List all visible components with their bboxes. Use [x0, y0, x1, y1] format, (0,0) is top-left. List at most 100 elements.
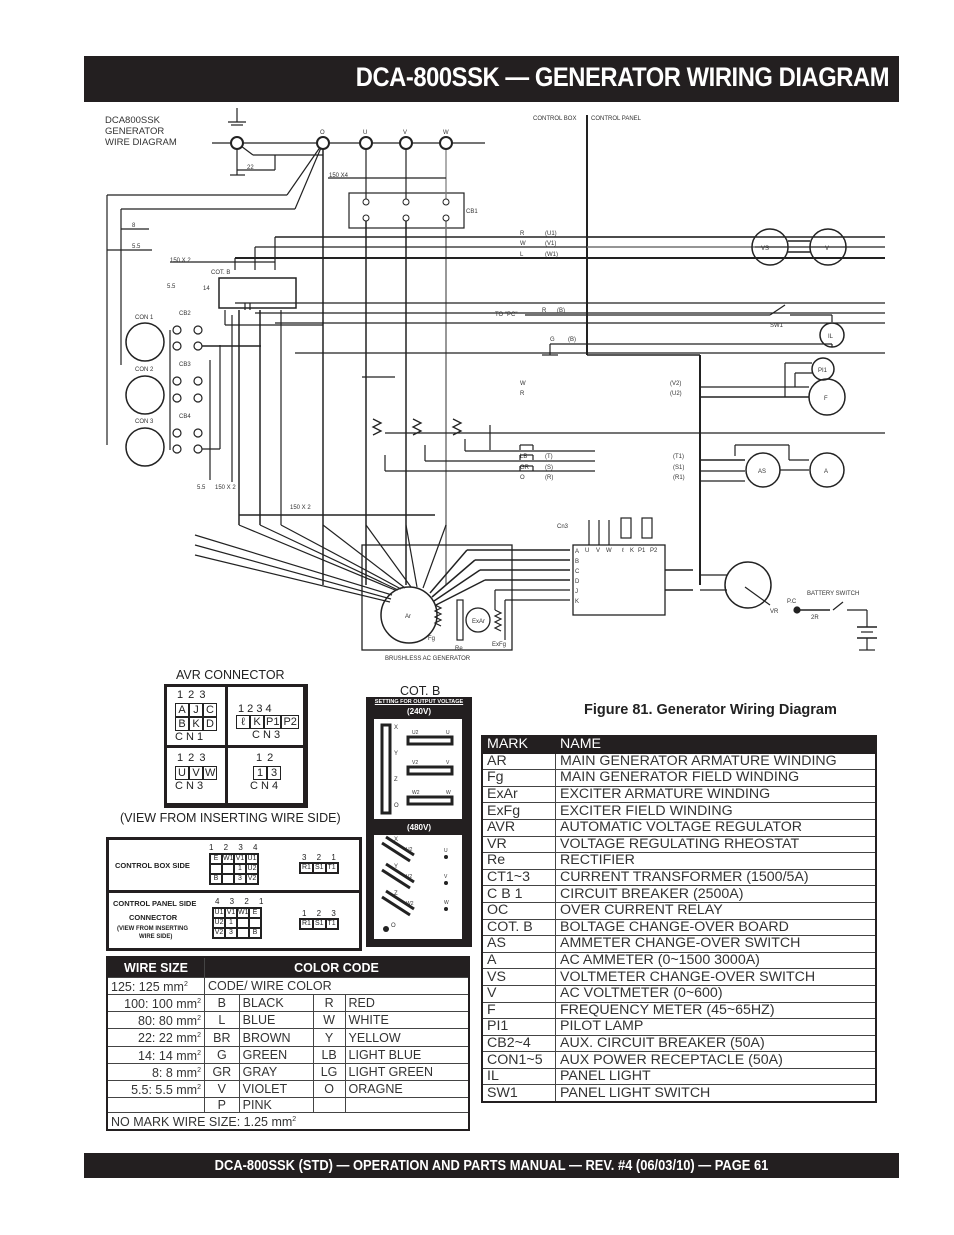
cot-b-480-link-label: V2 — [406, 874, 412, 880]
con1-label: CON 1 — [135, 315, 154, 321]
wire-s-label: (S) — [545, 465, 553, 471]
wire-lb-label: LB — [520, 454, 527, 460]
pi1-label: PI1 — [818, 368, 828, 374]
cot-b-480-link-label: W2 — [406, 901, 414, 907]
wire-5-5-b-label: 5.5 — [167, 284, 176, 290]
wire-8-label: 8 — [132, 223, 136, 229]
wire-l-label: L — [520, 252, 524, 258]
mark-cell: SW1 — [481, 1084, 556, 1103]
avr-pin-u: U — [585, 548, 589, 554]
avr-pin-v: V — [596, 548, 600, 554]
pin: V1 — [234, 854, 246, 864]
cot-b-480-right-label: W — [444, 900, 449, 906]
cn1-pin: K — [189, 717, 203, 731]
wire-size-cell — [106, 1097, 205, 1114]
cot-b-480v-panel: X Y Z O U2 V2 W2 U V W — [374, 835, 462, 939]
wire-w-freq-color: W — [520, 381, 526, 387]
cot-b-240v-drawing: X Y Z O U2 U V2 V W2 W — [380, 723, 454, 815]
page-header: DCA-800SSK — GENERATOR WIRING DIAGRAM — [84, 56, 899, 102]
cn3-pin: ℓ — [236, 715, 250, 729]
as-label: AS — [758, 469, 766, 475]
cn1-pin-numbers: 1 2 3 — [177, 689, 207, 701]
no-mark-wire-size: NO MARK WIRE SIZE: 1.25 mm2 — [106, 1112, 470, 1131]
color-name: LIGHT BLUE — [344, 1045, 470, 1064]
squared: 2 — [197, 1066, 201, 1074]
control-box-side-label: CONTROL BOX SIDE — [115, 861, 190, 870]
cn3-uvw-pin: W — [203, 766, 218, 780]
mark-cell: CB2~4 — [481, 1034, 556, 1053]
mark-cell: VS — [481, 968, 556, 986]
pin: R1 — [301, 920, 312, 928]
wire-150x2-c-label: 150 X 2 — [290, 505, 311, 511]
terminal-o-label: O — [320, 130, 325, 136]
control-panel-view-note: (VIEW FROM INSERTING — [117, 926, 188, 932]
mark-cell: PI1 — [481, 1018, 556, 1036]
control-panel-side: CONTROL PANEL SIDE CONNECTOR (VIEW FROM … — [109, 893, 359, 948]
cot-b-term-z: Z — [394, 777, 398, 783]
mark-cell: IL — [481, 1067, 556, 1086]
avr-pin-p1: P1 — [638, 548, 646, 554]
mark-cell: AS — [481, 935, 556, 953]
avr-input-j: J — [575, 589, 578, 595]
cot-b-480-right-label: U — [444, 848, 448, 854]
wire-size-value: 5.5: 5.5 mm — [131, 1083, 198, 1098]
control-panel-rst-numbers: 1 2 3 — [302, 909, 340, 918]
wire-u2-code: (U2) — [670, 391, 682, 397]
wire-v2-code: (V2) — [670, 381, 681, 387]
cn3-label: Cn3 — [557, 524, 569, 530]
name-cell: AMMETER CHANGE-OVER SWITCH — [555, 935, 877, 953]
name-cell: EXCITER ARMATURE WINDING — [555, 785, 877, 804]
wire-w1-label: (W1) — [545, 252, 558, 258]
avr-pin-k: K — [630, 548, 634, 554]
cot-b-480-term-x: X — [394, 837, 398, 843]
wire-size-value: 100: 100 mm — [124, 997, 198, 1012]
cot-b-link-label: U2 — [412, 730, 419, 736]
squared: 2 — [183, 981, 188, 988]
pin: V2 — [246, 874, 258, 884]
con3-label: CON 3 — [135, 419, 154, 425]
cn4-pin: 3 — [267, 766, 281, 780]
page-footer: DCA-800SSK (STD) — OPERATION AND PARTS M… — [84, 1153, 899, 1178]
pin: T1 — [326, 920, 337, 928]
wire-size-cell: 100: 100 mm2 — [106, 994, 205, 1013]
pin: E — [210, 854, 222, 864]
pin: 3 — [234, 874, 246, 884]
color-name: PINK — [238, 1097, 314, 1114]
cn3-pin: P1 — [264, 715, 282, 729]
mark-cell: Re — [481, 852, 556, 870]
pin: B — [210, 874, 222, 884]
fg-label: Fg — [428, 636, 435, 642]
cb1-label: CB1 — [466, 209, 478, 215]
wire-150x4-label: 150 X4 — [329, 173, 349, 179]
vr-label: VR — [770, 609, 779, 615]
wire-u1-label: (U1) — [545, 231, 557, 237]
cot-b-board: SETTING FOR OUTPUT VOLTAGE (240V) X Y Z … — [366, 697, 472, 947]
control-box-rst-numbers: 3 2 1 — [302, 853, 340, 862]
avr-input-k: K — [575, 599, 579, 605]
avr-pin-l: ℓ — [622, 547, 624, 554]
color-code: GR — [204, 1062, 240, 1081]
pin: U1 — [246, 854, 258, 864]
pin: U1 — [213, 908, 225, 918]
wiring-diagram: DCA800SSK GENERATOR WIRE DIAGRAM O U V W… — [105, 108, 885, 662]
wire-size-value: 8: 8 mm — [151, 1065, 198, 1080]
mark-cell: C B 1 — [481, 885, 556, 903]
name-cell: RECTIFIER — [555, 852, 877, 870]
diagram-title-line-2: GENERATOR — [105, 126, 164, 137]
color-name — [344, 1097, 470, 1114]
pin: 1 — [234, 864, 246, 874]
cot-b-480-right-label: V — [444, 874, 448, 880]
avr-pin-w: W — [606, 548, 612, 554]
name-cell: VOLTMETER CHANGE-OVER SWITCH — [555, 968, 877, 986]
name-cell: CURRENT TRANSFORMER (1500/5A) — [555, 868, 877, 887]
